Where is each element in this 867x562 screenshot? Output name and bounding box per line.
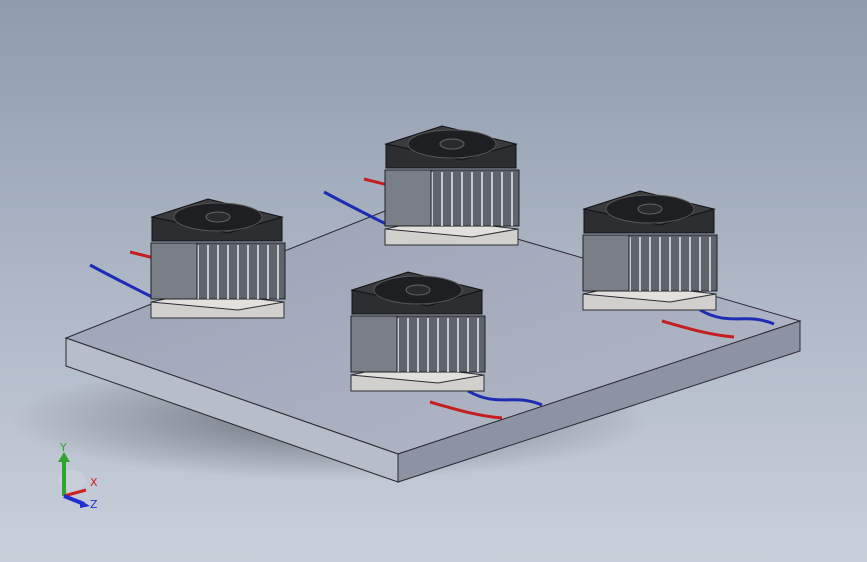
wire-negative [89, 263, 155, 300]
wire-positive [661, 319, 735, 339]
wire-negative [323, 190, 389, 227]
heatsink-base-face [150, 242, 198, 300]
cooling-module[interactable] [323, 125, 520, 246]
cooling-module[interactable] [582, 190, 775, 339]
wire-negative [467, 389, 543, 407]
wire-positive [363, 177, 389, 187]
fan-hub [205, 211, 231, 223]
y-axis-label: Y [59, 441, 67, 454]
fan-hub [405, 284, 431, 296]
heatsink-base-face [350, 315, 398, 373]
x-axis-label: X [90, 476, 98, 489]
y-arrow-icon [58, 452, 70, 462]
wire-positive [429, 400, 503, 420]
z-arrow-icon [80, 500, 90, 508]
cooling-module[interactable] [89, 198, 286, 319]
heatsink-base-face [582, 234, 630, 292]
wire-positive [129, 250, 155, 260]
cooling-module[interactable] [350, 271, 543, 420]
heatsink-base-face [384, 169, 432, 227]
fan-hub [637, 203, 663, 215]
z-axis-label: Z [90, 498, 98, 511]
fan-hub [439, 138, 465, 150]
plate-right-face [397, 320, 801, 483]
coordinate-triad: Y X Z [58, 441, 98, 511]
x-axis [63, 488, 87, 498]
wire-negative [699, 308, 775, 326]
